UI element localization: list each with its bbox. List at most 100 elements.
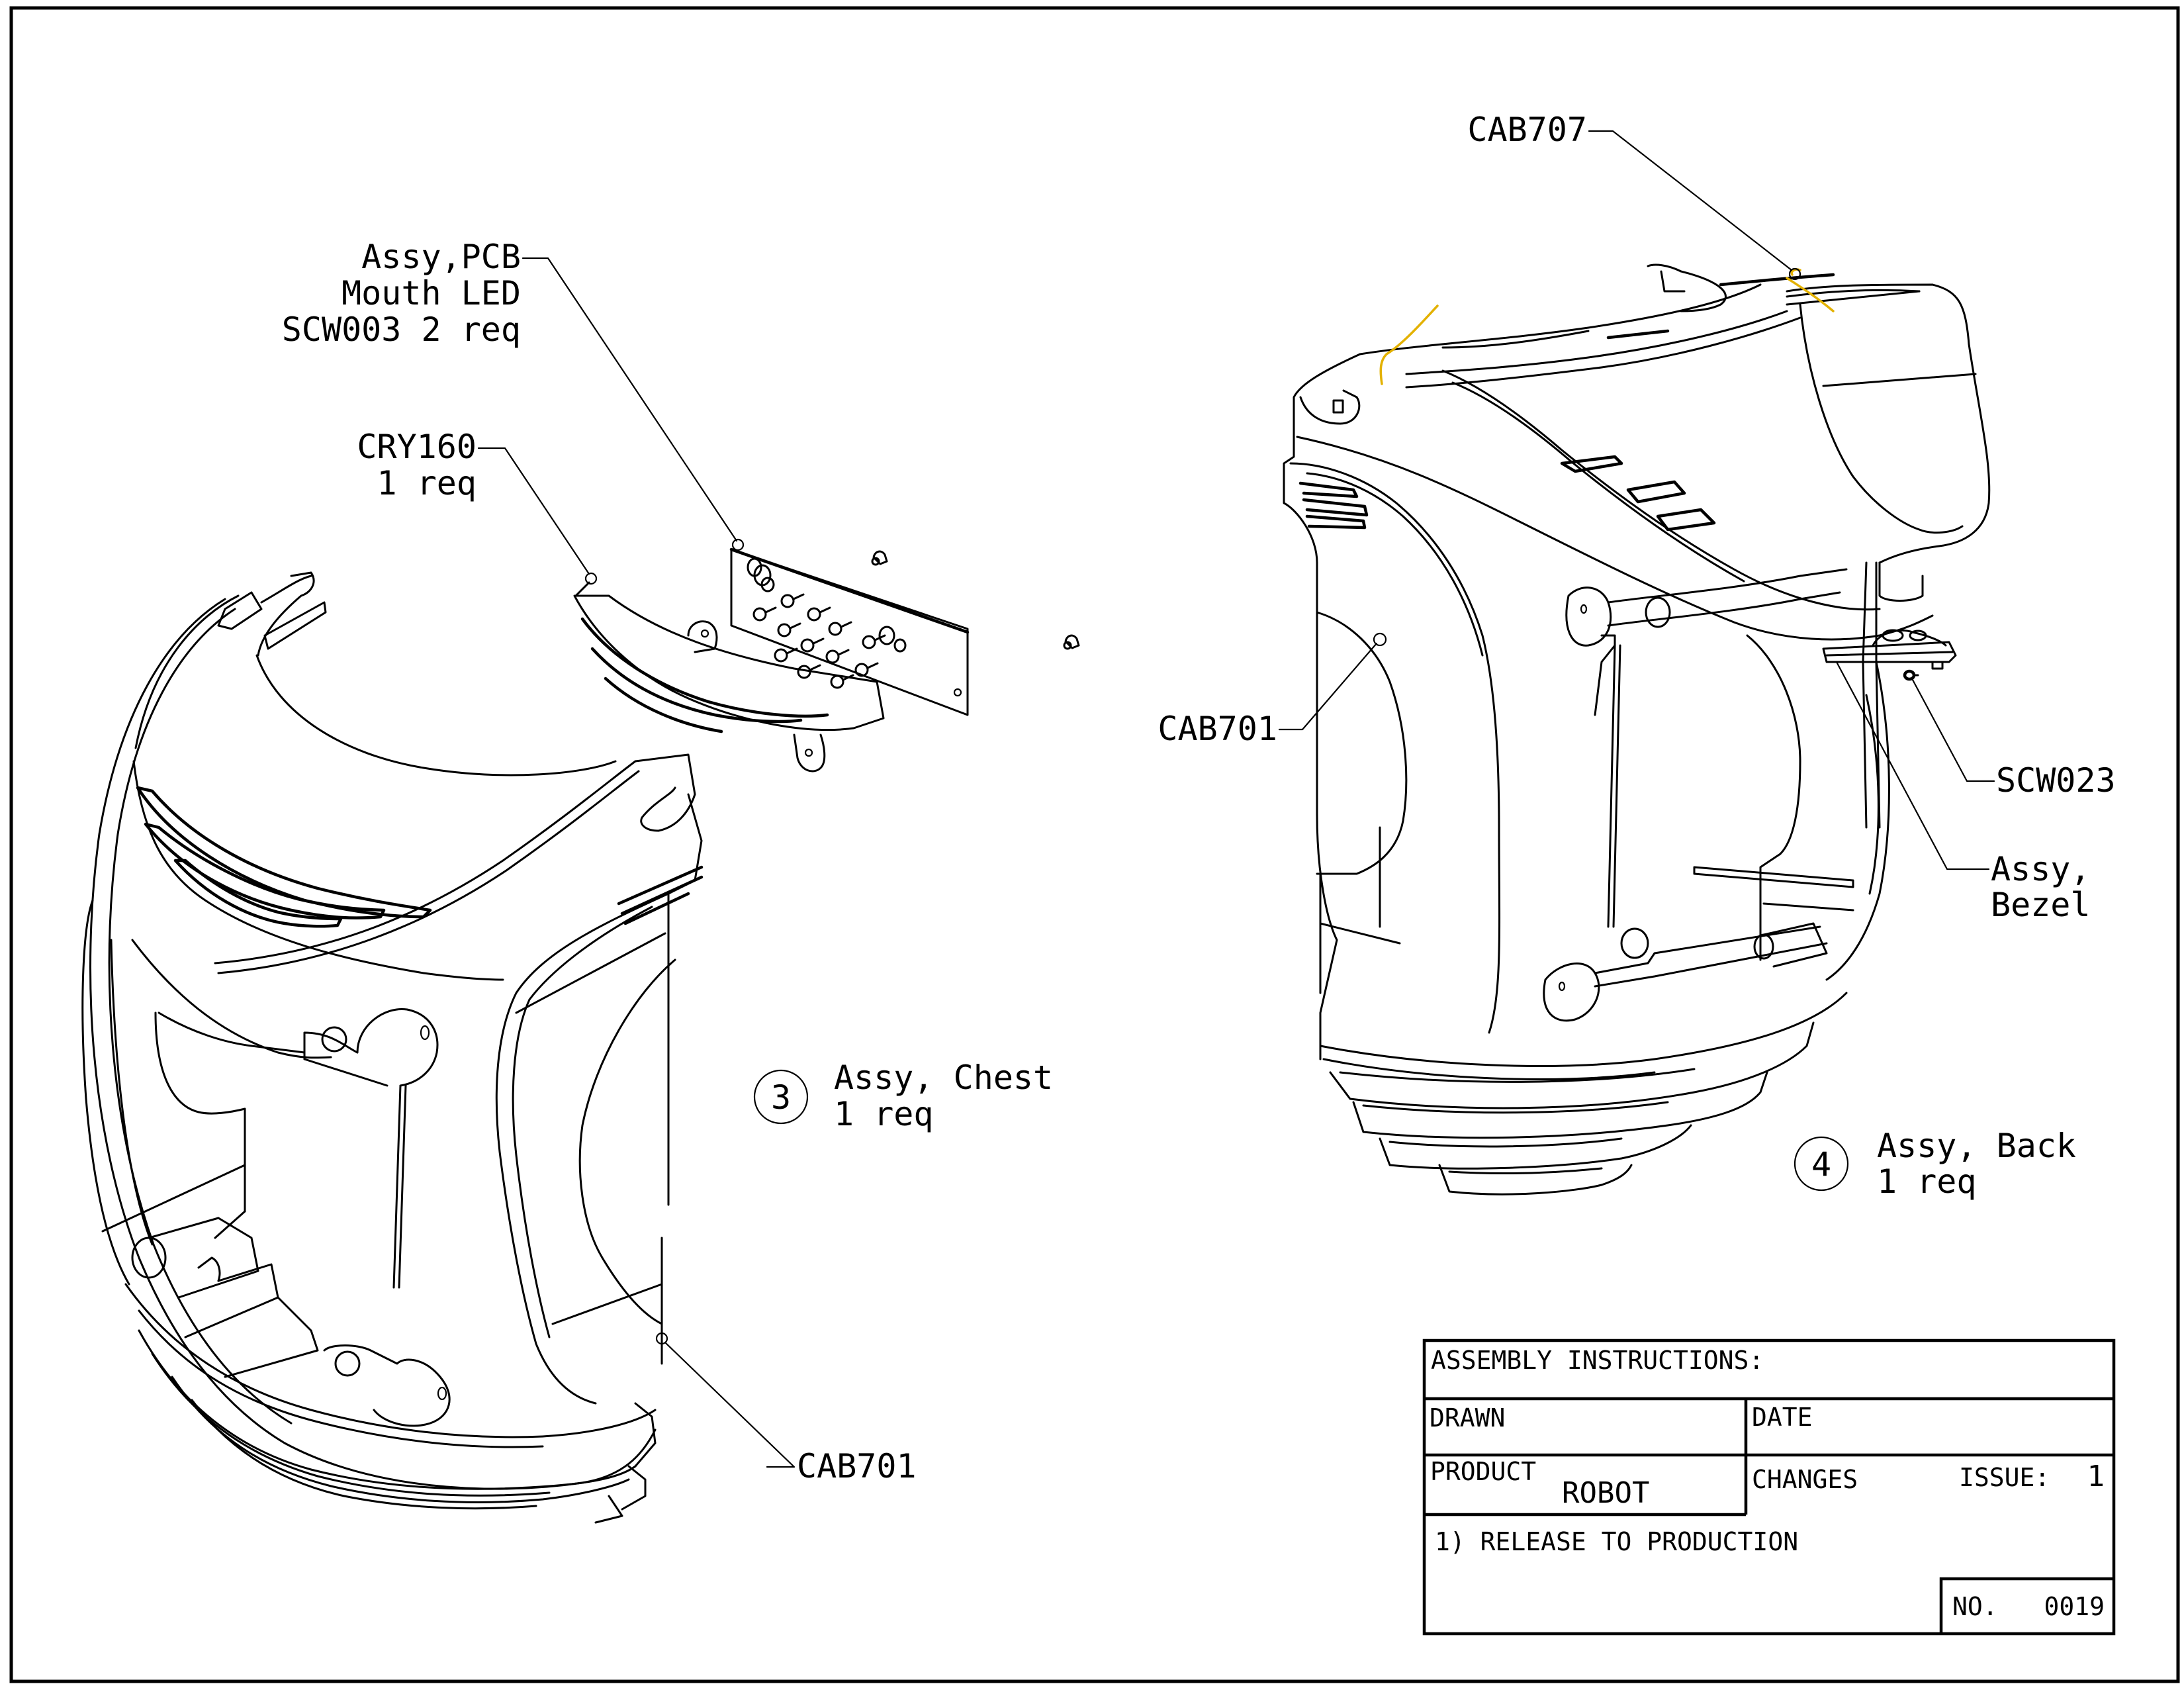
- pcb-led: [828, 622, 842, 636]
- assembly-qty: 1 req: [834, 1095, 934, 1133]
- chest-assembly-drawing: [81, 571, 704, 1524]
- back-top-edge: [1359, 283, 1762, 355]
- back-front-panel-line-1: [1441, 369, 1881, 611]
- back-left-lug: [1299, 389, 1361, 425]
- leader-bezel: [1835, 661, 1990, 870]
- back-front-panel-edge: [1296, 436, 1934, 641]
- number-box: [1939, 1577, 2114, 1634]
- bezel-rim: [1822, 641, 1957, 663]
- pcb-led-legs: [764, 593, 886, 681]
- leader-lines: [477, 130, 1995, 1468]
- back-right-cavity: [1746, 634, 1801, 961]
- chest-panel-line-2: [217, 770, 640, 974]
- chest-bottom-ring-2-inner: [191, 1399, 537, 1510]
- chest-shell-outline: [89, 598, 657, 1490]
- date-label: DATE: [1752, 1403, 1813, 1432]
- back-head-cup-seam: [1822, 373, 1977, 387]
- chest-lower-boss-pin: [437, 1386, 447, 1401]
- bezel-drawing: [1822, 629, 1957, 681]
- chest-left-inner-rim: [110, 939, 154, 1246]
- chest-lower-axle: [131, 1237, 167, 1279]
- chest-cavity-step: [214, 1111, 246, 1239]
- assembly-name: Assy, Chest: [834, 1058, 1053, 1097]
- chest-bottom-ring-2: [171, 1376, 630, 1503]
- callout-pcb-line-1: Assy,PCB: [361, 238, 521, 276]
- chest-side-lug: [634, 753, 696, 832]
- chest-top-boss-pin: [420, 1025, 430, 1041]
- chest-panel-line-1: [214, 760, 637, 964]
- back-cavity-seam: [1762, 902, 1854, 912]
- chest-bottom-ring-1: [138, 1329, 637, 1490]
- pcb-led: [752, 607, 767, 622]
- back-collar-line-1: [1405, 310, 1788, 375]
- back-collar-slot: [1606, 329, 1670, 340]
- pcb-led: [777, 623, 792, 637]
- chest-side-vent-3: [623, 892, 690, 925]
- balloon-number: 4: [1811, 1145, 1831, 1184]
- back-inner-rail-b: [1612, 644, 1621, 928]
- callout-pcb-line-2: Mouth LED: [341, 274, 521, 312]
- pcb-led: [797, 665, 811, 679]
- number-value: 0019: [2044, 1592, 2105, 1621]
- back-vent-2: [1626, 480, 1686, 504]
- chest-top-boss-hole: [321, 1026, 347, 1053]
- back-arm-cutout-edge: [1289, 462, 1501, 1034]
- back-lower-boss-pin: [1558, 981, 1566, 992]
- pcb-led: [800, 638, 815, 653]
- back-bottom-ring-4: [1438, 1164, 1633, 1196]
- back-head-cup-lip-inner: [1786, 289, 1921, 298]
- grille-slat-3: [604, 677, 723, 733]
- callout-cry160-line-2: 1 req: [377, 464, 477, 502]
- sheet-border: [9, 6, 2180, 1683]
- cab707-point: [1788, 267, 1801, 281]
- chest-neck-rim: [260, 575, 312, 604]
- bezel-button-right: [1909, 630, 1927, 641]
- pcb-led: [780, 594, 795, 608]
- grille-slat-1: [580, 617, 829, 718]
- grille-tab-lower-hole: [804, 748, 813, 757]
- chest-lower-rim: [124, 1283, 657, 1438]
- chest-axle-pin: [197, 1256, 221, 1282]
- back-left-lug-slot: [1332, 399, 1344, 414]
- chest-top-boss: [356, 1008, 439, 1087]
- chest-cavity-wall: [154, 1011, 246, 1213]
- title-block: ASSEMBLY INSTRUCTIONS: DRAWN DATE PRODUC…: [1422, 1338, 2116, 1636]
- chest-side-vent-2: [620, 875, 704, 915]
- back-front-panel-line-2: [1451, 381, 1745, 583]
- back-cavity-shelf: [1693, 866, 1854, 888]
- back-upper-boss-hole: [1645, 596, 1671, 628]
- chest-cavity-upper-rim: [131, 939, 332, 1059]
- chest-cab701-point: [655, 1332, 668, 1345]
- leader-cab707: [1588, 130, 1793, 271]
- item-balloon-chest: 3 Assy, Chest 1 req: [753, 1058, 1053, 1133]
- pcb-callout-point: [731, 538, 745, 551]
- back-inner-rail-a: [1607, 644, 1616, 928]
- back-side-vent-1: [1298, 481, 1359, 498]
- bezel-clip: [1931, 661, 1944, 670]
- chest-top-clip-left: [217, 591, 263, 630]
- number-label: NO.: [1952, 1592, 1998, 1621]
- chest-ring-end-3: [594, 1495, 623, 1524]
- back-head-cup-inner: [1799, 303, 1964, 534]
- pcb-led: [854, 663, 869, 677]
- back-side-vent-3: [1305, 514, 1367, 530]
- chest-arm-cutout-inner: [512, 906, 653, 1338]
- grille-tab-upper-hole: [700, 629, 709, 638]
- callout-bezel-line-2: Bezel: [1991, 886, 2091, 924]
- chest-center-rail-b: [398, 1084, 407, 1289]
- pcb-led: [807, 607, 821, 622]
- back-lower-band-inner: [1322, 1058, 1656, 1080]
- back-vent-3: [1656, 508, 1716, 532]
- changes-label: CHANGES: [1752, 1465, 1858, 1494]
- back-under-head-tab: [1878, 561, 1924, 602]
- pcb-led: [830, 675, 844, 689]
- pcb-led: [893, 638, 907, 653]
- issue-value: 1: [2087, 1460, 2105, 1493]
- back-bottom-ring-2: [1352, 1071, 1768, 1139]
- pcb-board: [730, 548, 969, 716]
- back-lower-boss-hole: [1620, 927, 1649, 959]
- chest-axle-block: [148, 1217, 259, 1299]
- chest-side-vent-1: [617, 865, 704, 906]
- chest-vent-slot-1: [136, 786, 432, 919]
- chest-ring-end-2: [621, 1465, 647, 1511]
